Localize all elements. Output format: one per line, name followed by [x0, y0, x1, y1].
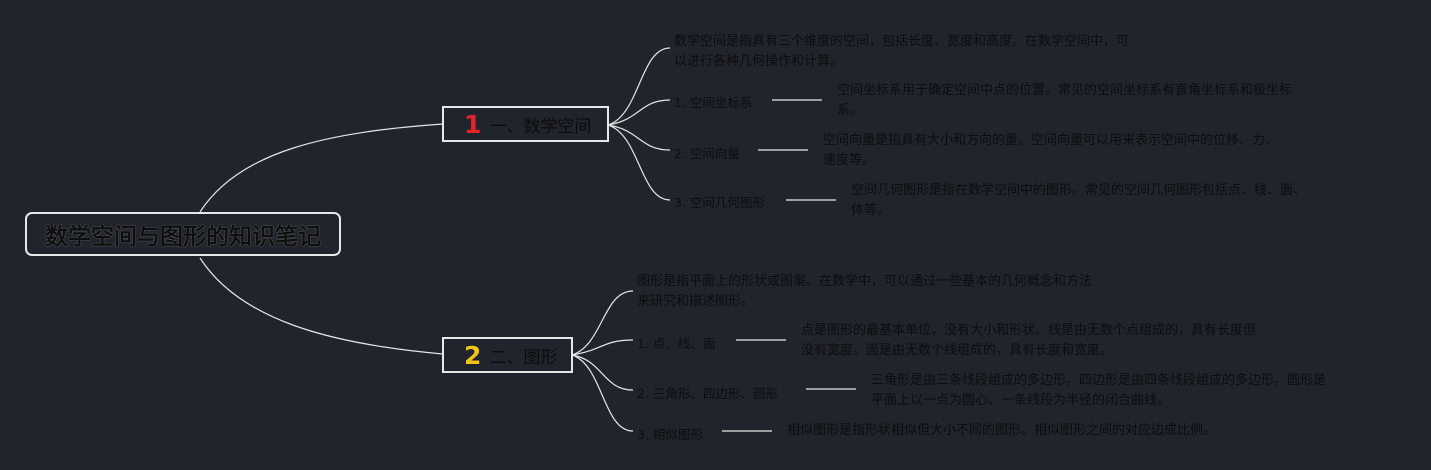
branch-2-item-3-desc[interactable]: 相似图形是指形状相似但大小不同的图形。相似图形之间的对应边成比例。 [787, 421, 1216, 441]
branch-2-intro[interactable]: 图形是指平面上的形状或图案。在数学中，可以通过一些基本的几何概念和方法 来研究和… [637, 272, 1092, 312]
branch-2-item-1-desc-line-1: 点是图形的最基本单位，没有大小和形状。线是由无数个点组成的，具有长度但 [801, 323, 1257, 338]
branch-1-item-3-desc[interactable]: 空间几何图形是指在数学空间中的图形。常见的空间几何图形包括点、线、面、 体等。 [851, 181, 1306, 221]
branch-1-item-3[interactable]: 3. 空间几何图形 [674, 195, 765, 210]
branch-1-intro-line-2: 以进行各种几何操作和计算。 [674, 54, 844, 69]
branch-2-item-2-desc-line-2: 平面上以一点为圆心、一条线段为半径的闭合曲线。 [871, 393, 1171, 408]
root-title: 数学空间与图形的知识笔记 [45, 224, 321, 250]
branch-1-item-2-desc-line-2: 速度等。 [823, 153, 876, 168]
branch-1-number-badge: 1 [464, 109, 482, 139]
connector-b2-item2 [571, 354, 634, 391]
branch-2-item-3-desc-line-1: 相似图形是指形状相似但大小不同的图形。相似图形之间的对应边成比例。 [787, 423, 1217, 438]
branch-2-intro-line-2: 来研究和描述图形。 [637, 294, 755, 309]
branch-2-number-badge: 2 [464, 340, 482, 370]
connector-b2-intro [571, 290, 634, 356]
branch-1-item-3-desc-line-1: 空间几何图形是指在数学空间中的图形。常见的空间几何图形包括点、线、面、 [851, 183, 1307, 198]
branch-2-item-1-desc-line-2: 没有宽度。面是由无数个线组成的，具有长度和宽度。 [801, 343, 1114, 358]
connector-root-branch-2 [199, 257, 444, 355]
branch-2-label: 二、图形 [489, 347, 558, 368]
branch-1-item-2-desc[interactable]: 空间向量是指具有大小和方向的量。空间向量可以用来表示空间中的位移、力、 速度等。 [823, 131, 1278, 171]
connector-b1-item2 [607, 124, 671, 151]
connector-b1-item1 [607, 99, 671, 126]
branch-1-item-1-desc[interactable]: 空间坐标系用于确定空间中点的位置。常见的空间坐标系有直角坐标系和极坐标 系。 [837, 81, 1292, 121]
branch-2-item-2-desc-line-1: 三角形是由三条线段组成的多边形。四边形是由四条线段组成的多边形。圆形是 [871, 373, 1327, 388]
branch-1-item-2[interactable]: 2. 空间向量 [674, 146, 740, 161]
connector-b2-item3 [571, 354, 634, 432]
branch-1-item-1-desc-line-2: 系。 [837, 103, 864, 118]
branch-2-item-1-desc[interactable]: 点是图形的最基本单位，没有大小和形状。线是由无数个点组成的，具有长度但 没有宽度… [801, 321, 1256, 361]
branch-2-item-2[interactable]: 2. 三角形、四边形、圆形 [637, 386, 778, 401]
root-topic[interactable]: 数学空间与图形的知识笔记 [25, 212, 341, 256]
connector-b1-intro [607, 47, 671, 126]
branch-1-label: 一、数学空间 [489, 116, 592, 137]
connector-b1-item3 [607, 124, 671, 201]
connector-b2-item1 [571, 339, 634, 356]
branch-1-item-1[interactable]: 1. 空间坐标系 [674, 95, 753, 110]
branch-2-intro-line-1: 图形是指平面上的形状或图案。在数学中，可以通过一些基本的几何概念和方法 [637, 274, 1093, 289]
connector-root-branch-1 [199, 123, 444, 213]
branch-2-item-2-desc[interactable]: 三角形是由三条线段组成的多边形。四边形是由四条线段组成的多边形。圆形是 平面上以… [871, 371, 1326, 411]
branch-1-item-2-desc-line-1: 空间向量是指具有大小和方向的量。空间向量可以用来表示空间中的位移、力、 [823, 133, 1279, 148]
branch-2-item-1[interactable]: 1. 点、线、面 [637, 336, 716, 351]
branch-1-intro-line-1: 数学空间是指具有三个维度的空间，包括长度、宽度和高度。在数学空间中，可 [674, 34, 1130, 49]
branch-1-topic[interactable]: 1 一、数学空间 [442, 106, 609, 142]
branch-1-item-1-desc-line-1: 空间坐标系用于确定空间中点的位置。常见的空间坐标系有直角坐标系和极坐标 [837, 83, 1293, 98]
branch-2-item-3[interactable]: 3. 相似图形 [637, 427, 703, 442]
branch-1-item-3-desc-line-2: 体等。 [851, 203, 891, 218]
branch-2-topic[interactable]: 2 二、图形 [442, 337, 573, 373]
branch-1-intro[interactable]: 数学空间是指具有三个维度的空间，包括长度、宽度和高度。在数学空间中，可 以进行各… [674, 32, 1129, 72]
